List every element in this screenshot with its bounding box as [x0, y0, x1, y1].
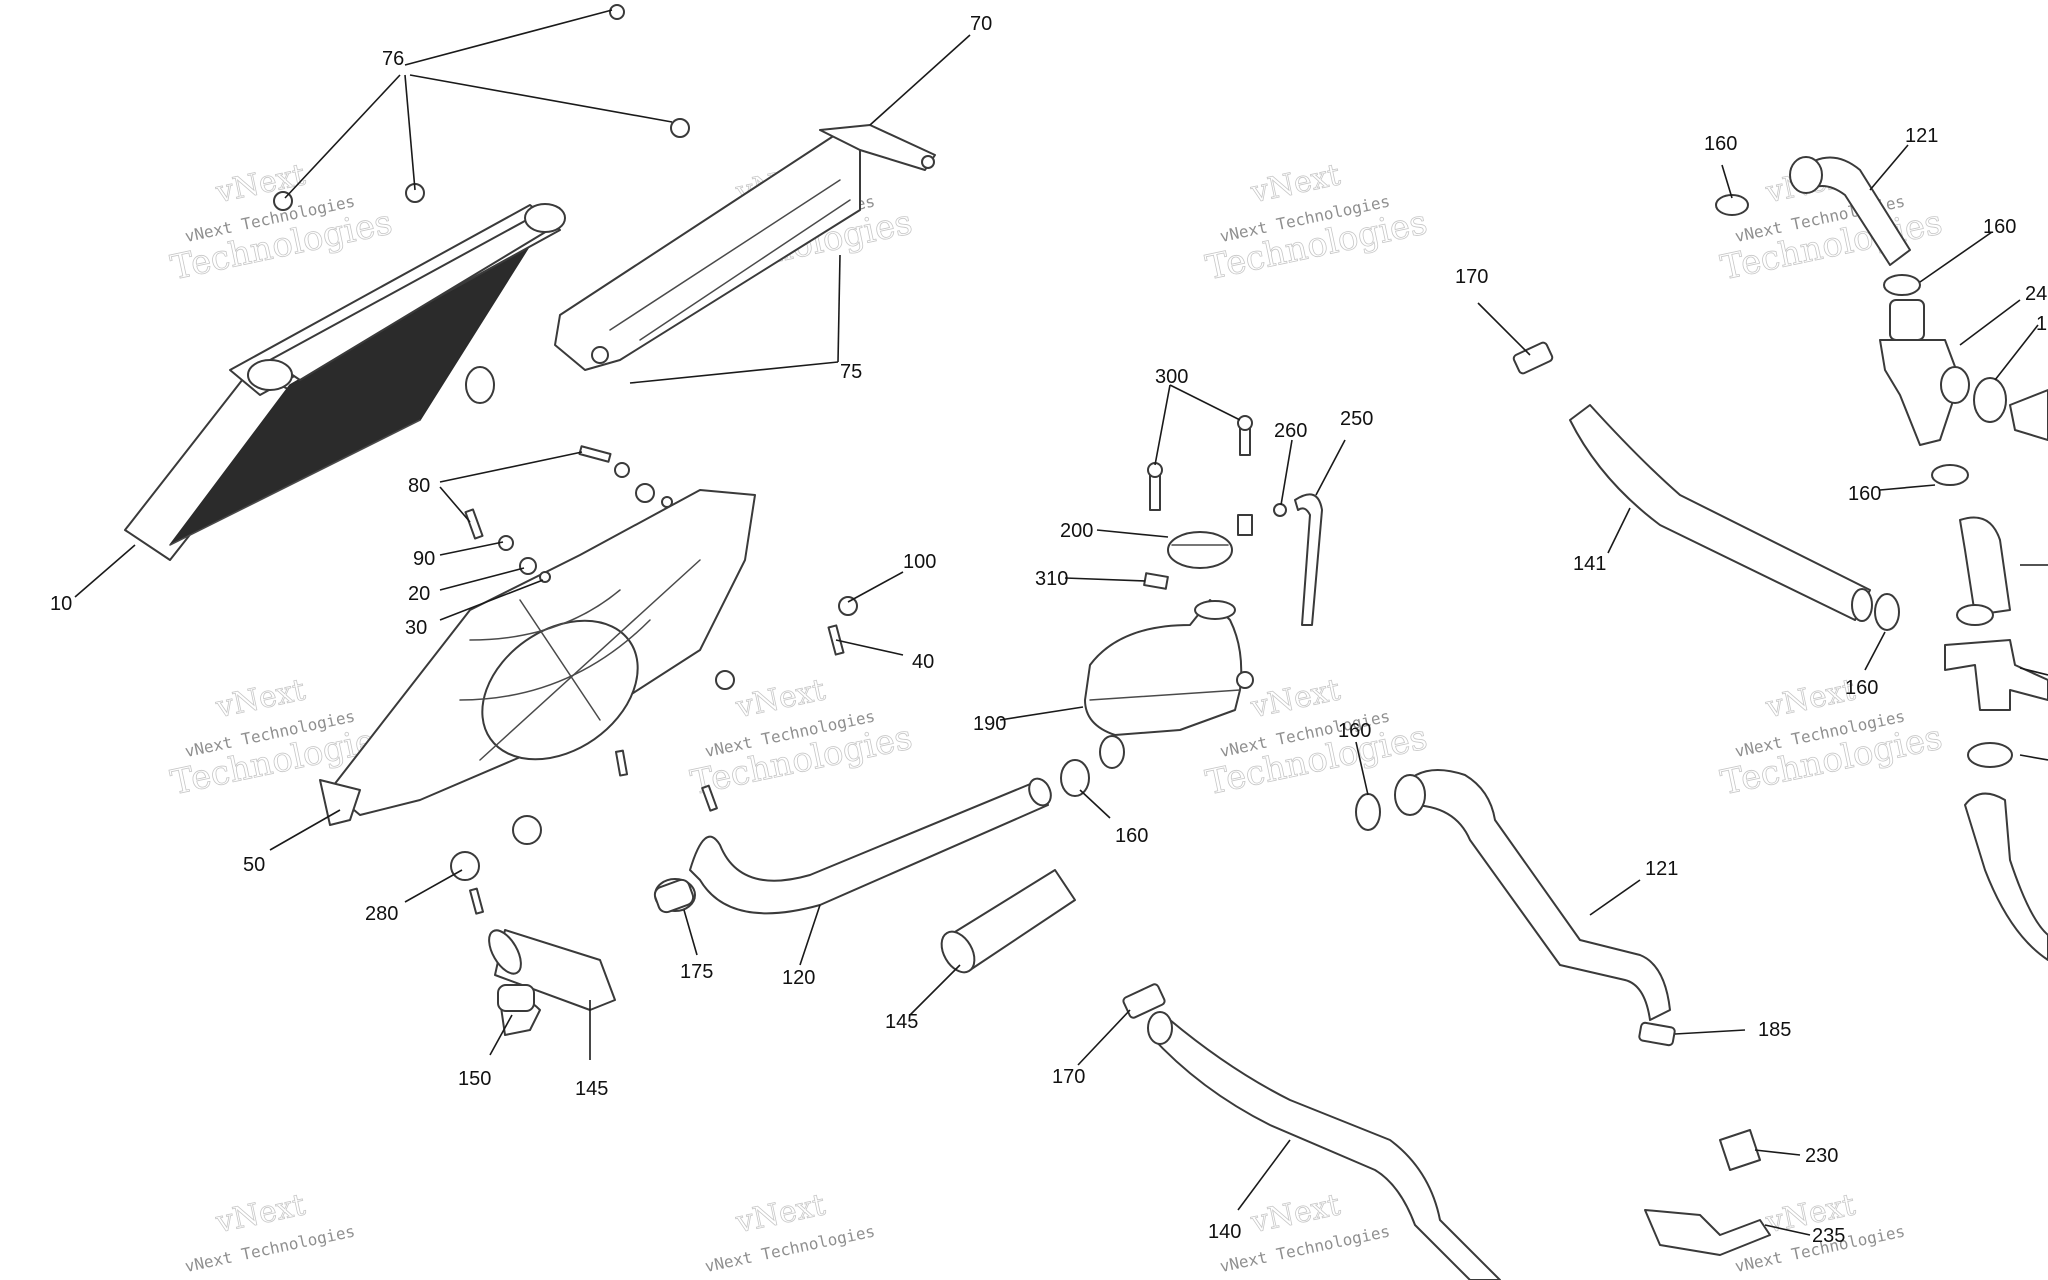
- watermark: vNext vNext Technologies: [183, 1187, 357, 1276]
- callout-170b: 170: [1052, 1066, 1085, 1088]
- callout-90: 90: [413, 548, 435, 570]
- hose-140-part: [1147, 1011, 1501, 1280]
- leader-lines: [74, 9, 2048, 1236]
- watermark: vNext vNext Technologies Technologies: [1717, 672, 1946, 804]
- hose-141-part: [1569, 404, 1873, 622]
- upper-hose-121-part: [1789, 156, 1911, 266]
- callout-121b: 121: [1905, 125, 1938, 147]
- callout-70: 70: [970, 13, 992, 35]
- callout-10: 10: [50, 593, 72, 615]
- callout-235: 235: [1812, 1225, 1845, 1247]
- svg-text:vNext: vNext: [1247, 672, 1343, 725]
- callout-260: 260: [1274, 420, 1307, 442]
- hose-121a-part: [1394, 769, 1671, 1021]
- svg-text:vNext: vNext: [1247, 1187, 1343, 1240]
- callout-250: 250: [1340, 408, 1373, 430]
- clamp-160d-part: [1715, 194, 1749, 216]
- svg-text:vNext: vNext: [212, 157, 308, 210]
- callout-170a: 170: [1455, 266, 1488, 288]
- callout-175: 175: [680, 961, 713, 983]
- watermark: vNext vNext Technologies Technologies: [1202, 157, 1431, 289]
- callout-190: 190: [973, 713, 1006, 735]
- bracket-235-part: [1644, 1209, 1771, 1256]
- callout-50: 50: [243, 854, 265, 876]
- callout-40: 40: [912, 651, 934, 673]
- hose-145b-part: [940, 869, 1076, 974]
- svg-text:vNext: vNext: [212, 672, 308, 725]
- fan-assembly-part: [319, 489, 756, 826]
- clamp-160e-part: [1883, 274, 1921, 296]
- callout-145b: 145: [885, 1011, 918, 1033]
- clamp-170a-part: [1512, 341, 1554, 375]
- clamp-160c-part: [1874, 593, 1900, 631]
- svg-text:vNext: vNext: [1247, 157, 1343, 210]
- callout-labels: 76 70 75 10 80 90 20 30 100 40 50 280 15…: [50, 13, 2047, 1247]
- clip-310-part: [1143, 572, 1169, 590]
- vent-tube-250-part: [1273, 493, 1323, 626]
- callout-20: 20: [408, 583, 430, 605]
- clip-76b: [670, 118, 690, 138]
- callout-30: 30: [405, 617, 427, 639]
- callout-160c: 160: [1845, 677, 1878, 699]
- radiator-part: [124, 203, 566, 561]
- callout-160d: 160: [1704, 133, 1737, 155]
- callout-80: 80: [408, 475, 430, 497]
- clamp-150-part: [497, 984, 535, 1012]
- callout-140: 140: [1208, 1221, 1241, 1243]
- thermostat-housing-part: [1879, 299, 2048, 446]
- callout-76: 76: [382, 48, 404, 70]
- bracket-230-part: [1719, 1129, 1761, 1171]
- callout-160a: 160: [1115, 825, 1148, 847]
- callout-121a: 121: [1645, 858, 1678, 880]
- clamp-160f-part: [1931, 464, 1969, 486]
- callout-150: 150: [458, 1068, 491, 1090]
- callout-160e: 160: [1983, 216, 2016, 238]
- callout-75: 75: [840, 361, 862, 383]
- callout-280: 280: [365, 903, 398, 925]
- clip-76a: [609, 4, 625, 20]
- callout-120: 120: [782, 967, 815, 989]
- callout-310: 310: [1035, 568, 1068, 590]
- callout-200: 200: [1060, 520, 1093, 542]
- clamp-170b-part: [1122, 983, 1166, 1019]
- clamp-185-part: [1638, 1021, 1676, 1047]
- callout-100: 100: [903, 551, 936, 573]
- fastener-parts: [273, 4, 858, 915]
- coolant-reservoir-part: [1084, 599, 1254, 769]
- clip-76d: [273, 191, 293, 211]
- clamp-160a-part: [1060, 759, 1090, 797]
- reservoir-cap-part: [1167, 531, 1233, 569]
- svg-text:vNext: vNext: [1762, 672, 1858, 725]
- callout-185: 185: [1758, 1019, 1791, 1041]
- callout-160b: 160: [1338, 720, 1371, 742]
- svg-text:vNext: vNext: [732, 1187, 828, 1240]
- callout-160f: 160: [1848, 483, 1881, 505]
- fan-shroud-part: [554, 124, 936, 371]
- watermark: vNext vNext Technologies: [703, 1187, 877, 1276]
- bolt-300-parts: [1147, 415, 1253, 536]
- clamp-175-part: [653, 878, 695, 914]
- callout-145a: 145: [575, 1078, 608, 1100]
- clamp-160b-part: [1355, 793, 1381, 831]
- watermark: vNext vNext Technologies Technologies: [687, 672, 916, 804]
- watermark: vNext vNext Technologies Technologies: [167, 157, 396, 289]
- svg-text:vNext: vNext: [212, 1187, 308, 1240]
- right-hose-part: [1944, 516, 2048, 961]
- callout-24: 24: [2025, 283, 2047, 305]
- svg-text:vNext: vNext: [732, 672, 828, 725]
- callout-141: 141: [1573, 553, 1606, 575]
- callout-300: 300: [1155, 366, 1188, 388]
- callout-1: 1: [2036, 313, 2047, 335]
- callout-230: 230: [1805, 1145, 1838, 1167]
- hose-145a-part: [488, 929, 616, 1036]
